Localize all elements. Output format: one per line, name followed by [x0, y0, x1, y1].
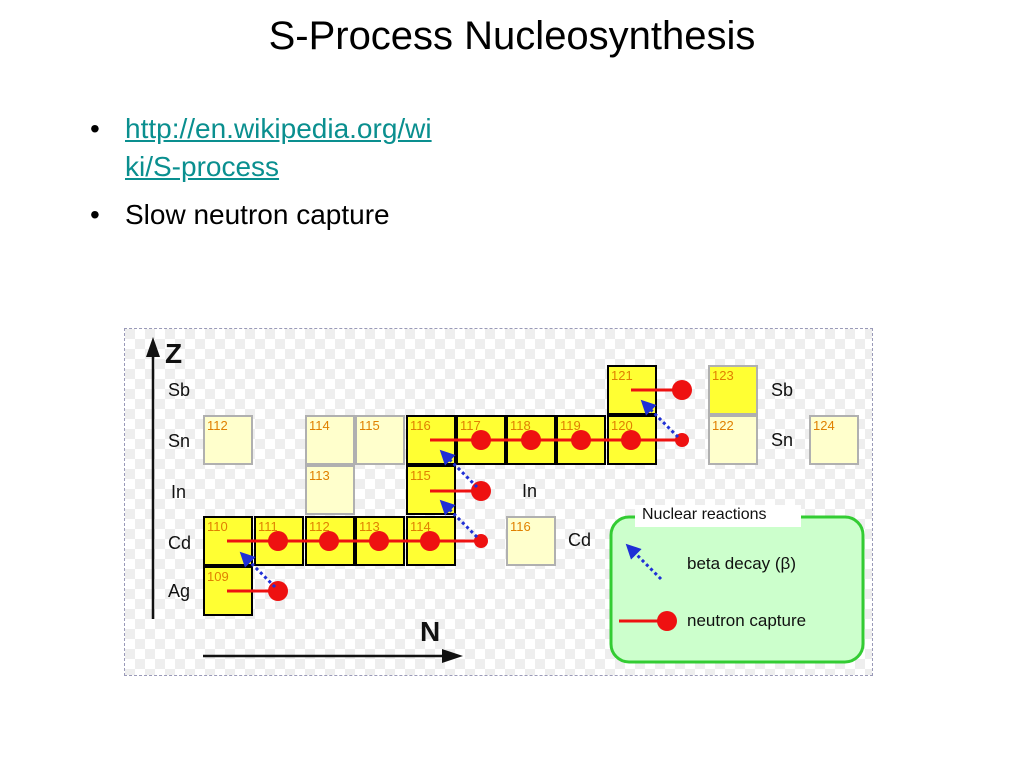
isotope-mass-label: 116	[510, 519, 531, 534]
isotope-mass-label: 119	[560, 418, 581, 433]
wikipedia-link[interactable]: http://en.wikipedia.org/wi ki/S-process	[125, 110, 520, 186]
neutron-capture-path	[430, 430, 689, 450]
beta-decay-arrow	[239, 551, 277, 589]
bullet-list: • http://en.wikipedia.org/wi ki/S-proces…	[90, 110, 520, 244]
bullet-item-text: • Slow neutron capture	[90, 196, 520, 234]
legend-capture-dot	[657, 611, 677, 631]
side-label-in: In	[522, 481, 537, 501]
isotope-cell: 113	[305, 465, 355, 515]
diagram-canvas: Z N Sb Sn In Cd Ag 121 123 112 114 115 1…	[125, 329, 872, 675]
row-label-in: In	[171, 482, 186, 502]
isotope-mass-label: 123	[712, 368, 734, 383]
row-label-sn: Sn	[168, 431, 190, 451]
isotope-mass-label: 116	[410, 418, 431, 433]
isotope-cell: 116	[506, 516, 556, 566]
side-label-cd: Cd	[568, 530, 591, 550]
link-text-line-1: http://en.wikipedia.org/wi	[125, 113, 432, 144]
legend-capture-label: neutron capture	[687, 611, 806, 630]
bullet-item-link: • http://en.wikipedia.org/wi ki/S-proces…	[90, 110, 520, 186]
isotope-mass-label: 120	[611, 418, 633, 433]
slide-title: S-Process Nucleosynthesis	[268, 14, 756, 58]
isotope-cell: 114	[305, 415, 355, 465]
side-label-sb: Sb	[771, 380, 793, 400]
isotope-cell: 123	[708, 365, 758, 415]
isotope-cell: 112	[203, 415, 253, 465]
isotope-mass-label: 112	[207, 418, 228, 433]
row-label-sb: Sb	[168, 380, 190, 400]
isotope-mass-label: 113	[309, 468, 330, 483]
isotope-mass-label: 114	[410, 519, 431, 534]
legend-beta-arrow	[625, 543, 663, 581]
isotope-mass-label: 124	[813, 418, 835, 433]
row-label-cd: Cd	[168, 533, 191, 553]
isotope-mass-label: 109	[207, 569, 229, 584]
isotope-mass-label: 117	[460, 418, 481, 433]
s-process-diagram: Z N Sb Sn In Cd Ag 121 123 112 114 115 1…	[124, 328, 873, 676]
neutron-capture-path	[227, 531, 488, 551]
z-axis-label: Z	[165, 338, 182, 369]
z-axis-arrowhead	[146, 337, 160, 357]
side-label-sn: Sn	[771, 430, 793, 450]
isotope-mass-label: 115	[410, 468, 431, 483]
isotope-cell: 122	[708, 415, 758, 465]
legend-title: Nuclear reactions	[642, 506, 767, 523]
bullet-text: Slow neutron capture	[125, 199, 390, 230]
n-axis-arrowhead	[442, 649, 463, 663]
bullet-dot: •	[90, 113, 100, 144]
beta-decay-arrow	[439, 499, 479, 539]
neutron-capture-path	[631, 380, 692, 400]
link-text-line-2: ki/S-process	[125, 151, 280, 182]
beta-decay-arrow	[439, 449, 479, 489]
isotope-mass-label: 122	[712, 418, 734, 433]
legend-box: Nuclear reactions beta decay (β) neutron…	[609, 505, 865, 664]
isotope-mass-label: 114	[309, 418, 330, 433]
isotope-mass-label: 113	[359, 519, 380, 534]
isotope-mass-label: 112	[309, 519, 330, 534]
beta-decay-arrow	[640, 399, 680, 439]
isotope-mass-label: 111	[258, 519, 278, 534]
n-axis-label: N	[420, 616, 440, 647]
bullet-dot: •	[90, 199, 100, 230]
isotope-cell: 124	[809, 415, 859, 465]
isotope-mass-label: 110	[207, 519, 228, 534]
legend-beta-label: beta decay (β)	[687, 554, 796, 573]
isotope-mass-label: 121	[611, 368, 633, 383]
isotope-mass-label: 118	[510, 418, 531, 433]
row-label-ag: Ag	[168, 581, 190, 601]
isotope-cell: 115	[355, 415, 405, 465]
isotope-mass-label: 115	[359, 418, 380, 433]
